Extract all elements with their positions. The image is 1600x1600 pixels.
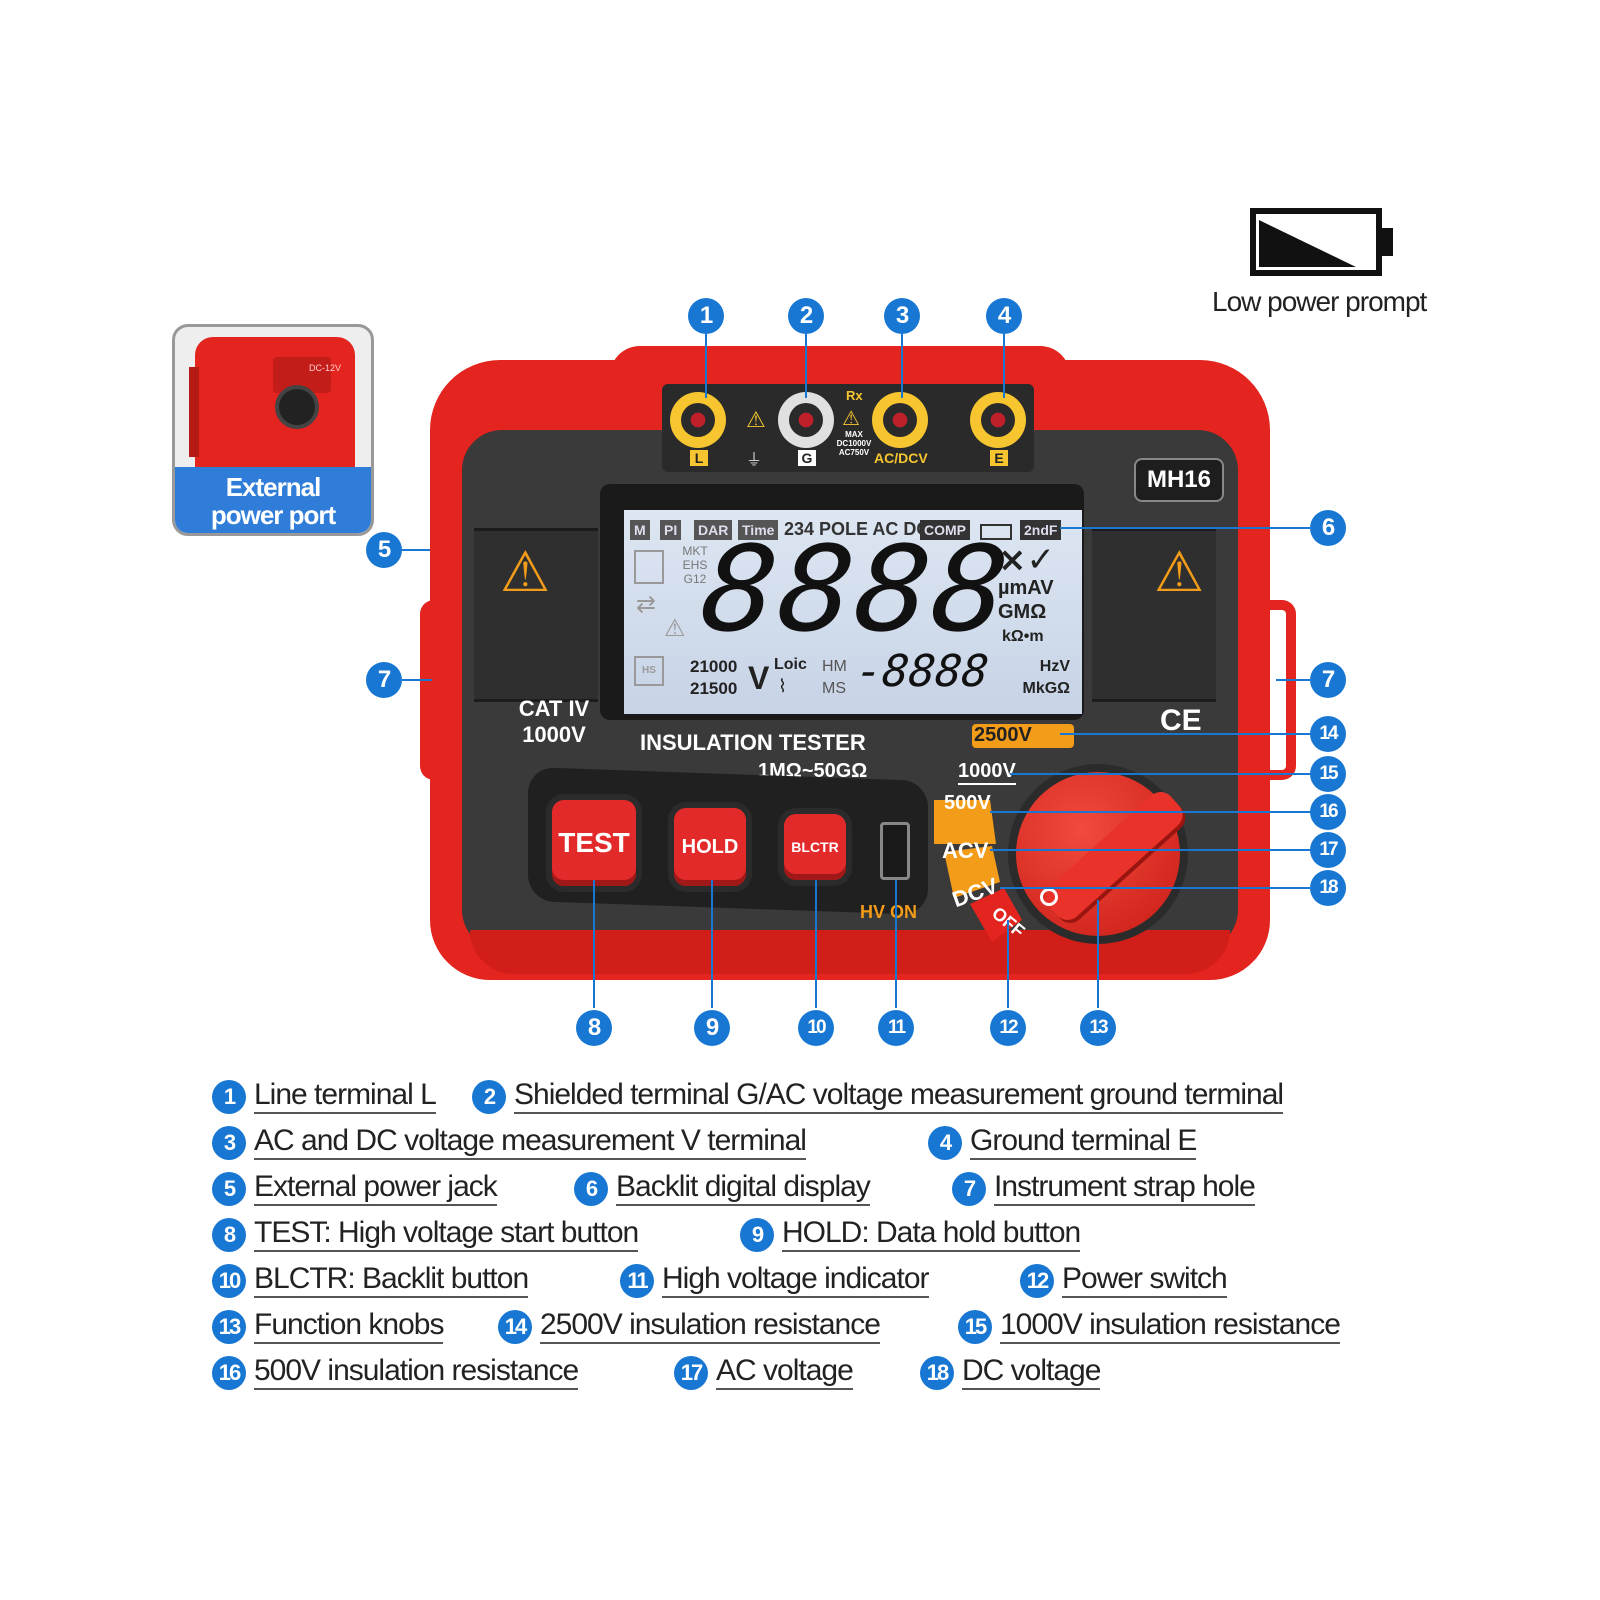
low-power-label: Low power prompt xyxy=(1212,286,1427,317)
lcd-battery-icon xyxy=(980,524,1012,540)
marker-11: 11 xyxy=(878,1010,914,1046)
lcd-warning-icon: ⚠ xyxy=(664,614,686,642)
terminal-l[interactable] xyxy=(670,392,726,448)
warning-icon-2: ⚠ xyxy=(842,406,860,430)
ground-icon: ⏚ xyxy=(746,450,763,469)
marker-15: 15 xyxy=(1310,756,1346,792)
external-port-label-2: power port xyxy=(210,500,336,530)
cat-voltage: 1000V xyxy=(522,722,586,747)
dial-1000v: 1000V xyxy=(958,760,1016,785)
ce-mark: CE xyxy=(1160,704,1202,737)
model-badge: MH16 xyxy=(1134,458,1224,502)
external-power-port-inset: DC-12V External power port xyxy=(172,324,374,536)
knob-pointer-dot xyxy=(1040,888,1058,906)
marker-18: 18 xyxy=(1310,870,1346,906)
marker-12: 12 xyxy=(990,1010,1026,1046)
terminal-acdcv[interactable] xyxy=(872,392,928,448)
marker-10: 10 xyxy=(798,1010,834,1046)
marker-7-right: 7 xyxy=(1310,662,1346,698)
lcd-check-icon: ×✓ xyxy=(998,540,1055,580)
warning-triangle-icon-left: ⚠ xyxy=(500,540,551,605)
dial-acv: ACV xyxy=(942,838,989,863)
warning-icon: ⚠ xyxy=(746,408,766,433)
marker-1: 1 xyxy=(688,298,724,334)
marker-6: 6 xyxy=(1310,510,1346,546)
high-voltage-icon-right: ⚠ xyxy=(1154,540,1205,605)
marker-8: 8 xyxy=(576,1010,612,1046)
dial-500v: 500V xyxy=(944,792,991,814)
lcd-display: M PI DAR Time 234 POLE AC DC COMP 2ndF M… xyxy=(624,510,1082,714)
dial-orange-band xyxy=(934,800,1022,942)
lcd-r-icon xyxy=(634,550,664,584)
marker-4: 4 xyxy=(986,298,1022,334)
hv-on-label: HV ON xyxy=(860,902,918,922)
hv-indicator-led xyxy=(880,822,910,880)
hold-button[interactable]: HOLD xyxy=(674,808,746,886)
marker-2: 2 xyxy=(788,298,824,334)
marker-7-left: 7 xyxy=(366,662,402,698)
marker-13: 13 xyxy=(1080,1010,1116,1046)
blctr-button[interactable]: BLCTR xyxy=(784,814,846,880)
battery-low-icon xyxy=(1250,208,1393,276)
dc-jack-icon xyxy=(275,385,319,429)
terminal-e[interactable] xyxy=(970,392,1026,448)
compare-icon: ⇄ xyxy=(636,590,657,618)
test-button[interactable]: TEST xyxy=(552,800,636,886)
external-port-label-1: External xyxy=(225,472,322,502)
marker-9: 9 xyxy=(694,1010,730,1046)
marker-5: 5 xyxy=(366,532,402,568)
marker-16: 16 xyxy=(1310,794,1346,830)
device-title: INSULATION TESTER xyxy=(640,730,866,755)
cat-rating: CAT IV xyxy=(518,696,590,721)
marker-17: 17 xyxy=(1310,832,1346,868)
marker-14: 14 xyxy=(1310,716,1346,752)
marker-3: 3 xyxy=(884,298,920,334)
dial-2500v: 2500V xyxy=(974,724,1032,746)
terminal-g[interactable] xyxy=(778,392,834,448)
waveform-icon: ⌇ xyxy=(778,676,787,697)
